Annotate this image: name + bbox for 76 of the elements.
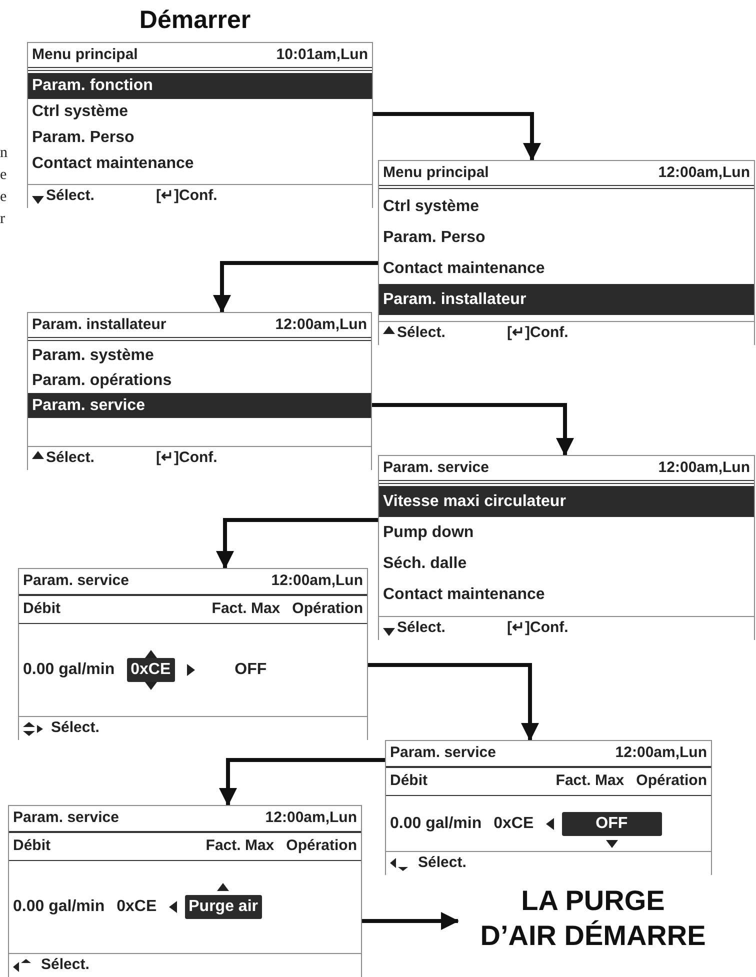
menu-item: Ctrl système [382,196,480,216]
footer-text: Sélect. [51,718,100,738]
clock-text: 12:00am,Lun [658,458,750,478]
footer-text: Sélect. [397,323,446,344]
column-header: Opération [286,836,357,856]
selected-value: 0xCE [126,658,175,682]
column-header: Fact. Max [212,599,280,620]
clock-text: 12:00am,Lun [265,808,357,828]
column-header: Débit [13,836,52,856]
arrow [219,758,385,806]
lcd-screen [385,740,712,875]
value-text: 0xCE [494,814,534,834]
footer-text: [↵]Conf. [156,186,218,206]
screen-title: Param. service [390,743,496,764]
selected-menu-item: Param. fonction [28,73,372,99]
menu-item: Contact maintenance [382,584,546,604]
menu-item: Ctrl système [31,102,130,122]
arrow [372,403,574,456]
clock-text: 12:00am,Lun [658,162,750,183]
column-header: Débit [23,599,62,620]
text-fragment: n [0,144,8,163]
arrow [362,912,459,930]
lcd-screen [27,312,372,470]
footer-text: Sélect. [41,955,90,976]
footer-text: Sélect. [46,186,96,206]
menu-item: Contact maintenance [382,258,546,278]
value-text: 0.00 gal/min [390,814,482,834]
menu-item: Param. Perso [31,128,136,148]
screen-title: Param. installateur [32,314,166,335]
clock-text: 12:00am,Lun [271,571,363,592]
selected-value: OFF [562,812,662,836]
column-header: Opération [292,599,363,620]
selected-menu-item: Vitesse maxi circulateur [379,486,754,517]
clock-text: 10:01am,Lun [276,44,368,65]
arrow [213,261,378,313]
footer-text: [↵]Conf. [156,448,218,468]
text-fragment: e [0,188,7,207]
value-text: OFF [234,660,267,680]
screen-title: Param. service [383,458,489,478]
text-fragment: e [0,166,7,185]
menu-item: Param. opérations [31,370,173,390]
value-text: 0xCE [116,897,157,917]
arrow [216,518,378,569]
screen-title: Menu principal [32,44,138,65]
menu-item: Param. système [31,346,155,366]
menu-item: Contact maintenance [31,154,195,174]
menu-item: Pump down [382,522,475,542]
footer-text: Sélect. [397,618,446,638]
screen-title: Param. service [13,808,119,828]
screen-title: Menu principal [383,162,489,183]
column-header: Fact. Max [206,836,274,856]
footer-text: Sélect. [46,448,96,468]
footer-text: [↵]Conf. [507,618,568,638]
arrow [373,112,541,161]
title: Démarrer [138,5,252,36]
clock-text: 12:00am,Lun [615,743,707,764]
selected-value: Purge air [184,895,262,919]
lcd-screen [378,160,755,345]
lcd-screen [27,42,373,208]
menu-item: Séch. dalle [382,554,468,574]
lcd-screen [8,805,362,977]
column-header: Fact. Max [556,771,624,792]
arrow [368,663,539,741]
footer-text: [↵]Conf. [507,323,568,344]
lcd-screen [378,455,755,640]
menu-item: Param. Perso [382,228,486,248]
selected-menu-item: Param. service [28,393,371,418]
value-text: 0.00 gal/min [23,660,115,680]
selected-menu-item: Param. installateur [379,284,754,315]
lcd-screen [18,568,368,740]
column-header: Débit [390,771,428,792]
clock-text: 12:00am,Lun [275,314,367,335]
column-header: Opération [636,771,707,792]
text-fragment: r [0,210,5,229]
value-text: 0.00 gal/min [13,897,105,917]
screen-title: Param. service [23,571,129,592]
